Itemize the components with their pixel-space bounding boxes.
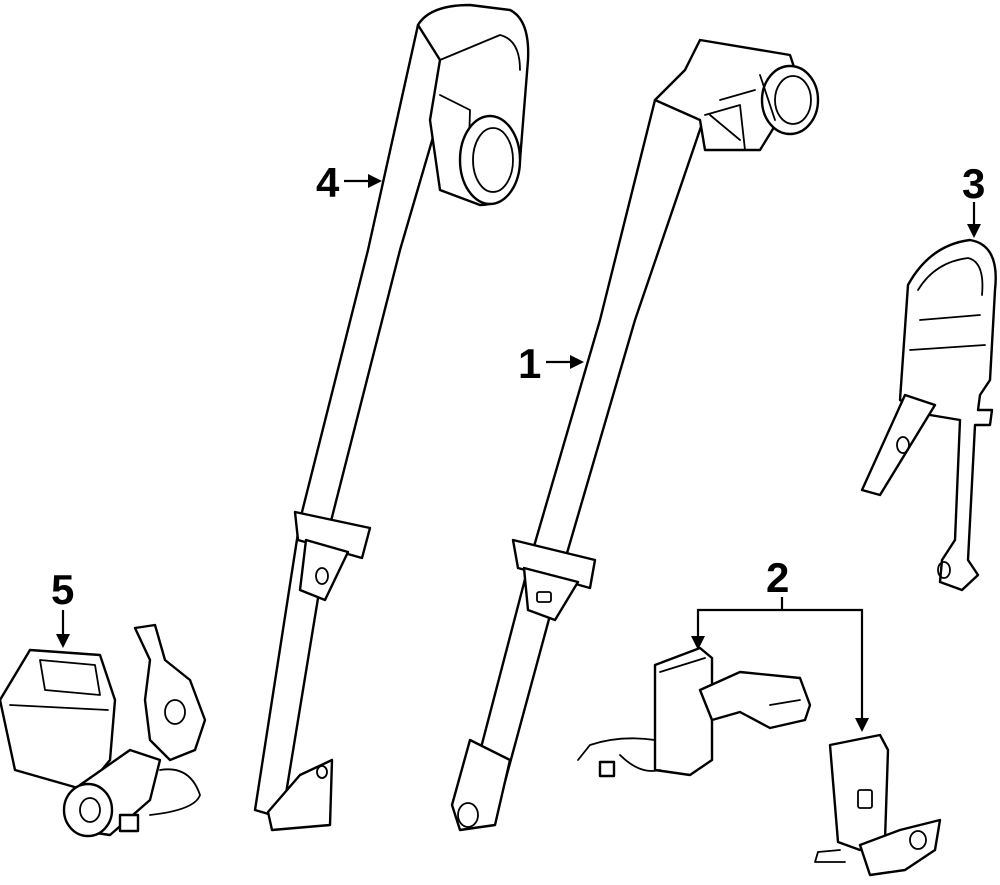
part-3-belt-guide-bracket <box>860 238 997 592</box>
leader-arrowhead-5 <box>56 634 70 648</box>
leader-arrowhead-3 <box>967 224 981 238</box>
leader-line-2-bar <box>696 608 864 720</box>
callout-2: 2 <box>691 554 869 732</box>
leader-arrowhead-2a <box>691 636 705 650</box>
leader-arrowhead-4 <box>368 174 382 188</box>
callout-label-2: 2 <box>766 554 789 601</box>
part-4-belt-assembly <box>253 3 530 832</box>
part-5-buckle-assembly <box>0 623 207 838</box>
leader-arrowhead-1 <box>570 355 584 369</box>
callout-5: 5 <box>51 566 74 648</box>
callout-label-3: 3 <box>962 160 985 207</box>
callout-1: 1 <box>518 340 584 387</box>
part-2-buckle-assembly <box>577 646 942 877</box>
callout-label-1: 1 <box>518 340 541 387</box>
callout-3: 3 <box>962 160 985 238</box>
leader-arrowhead-2b <box>855 718 869 732</box>
part-1-belt-assembly <box>450 38 820 832</box>
callout-4: 4 <box>316 159 382 206</box>
callout-label-4: 4 <box>316 159 340 206</box>
callout-label-5: 5 <box>51 566 74 613</box>
